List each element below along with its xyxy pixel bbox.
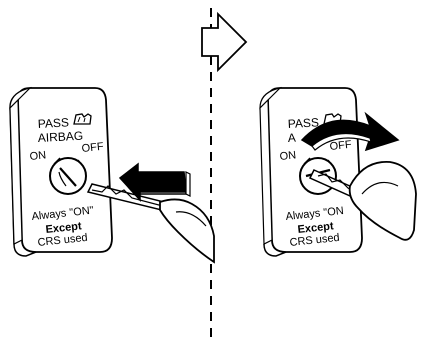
left-key bbox=[86, 183, 215, 264]
left-pass-label: PASS bbox=[37, 115, 69, 131]
right-off-label: OFF bbox=[329, 139, 352, 153]
left-off-label: OFF bbox=[81, 141, 104, 155]
right-step-arrow bbox=[201, 11, 248, 73]
left-panel: PASS AIRBAG ON OFF Always "ON" Except CR… bbox=[9, 86, 215, 264]
rotate-arrow bbox=[300, 111, 400, 152]
left-except-label: Except bbox=[45, 220, 82, 236]
left-key-cylinder bbox=[49, 157, 87, 195]
left-airbag-label: AIRBAG bbox=[37, 129, 83, 145]
right-airbag-label: A bbox=[287, 131, 296, 145]
insert-arrow bbox=[118, 162, 191, 202]
right-panel: PASS A ON OFF Always "ON Except CRS used bbox=[259, 86, 417, 257]
left-on-label: ON bbox=[29, 149, 47, 163]
right-pass-label: PASS bbox=[287, 115, 319, 131]
right-key bbox=[308, 161, 417, 241]
right-crs-used-label: CRS used bbox=[289, 232, 340, 249]
airbag-seat-icon bbox=[73, 113, 92, 125]
right-on-label: ON bbox=[279, 149, 297, 163]
left-crs-used-label: CRS used bbox=[37, 232, 88, 249]
right-except-label: Except bbox=[297, 220, 334, 236]
